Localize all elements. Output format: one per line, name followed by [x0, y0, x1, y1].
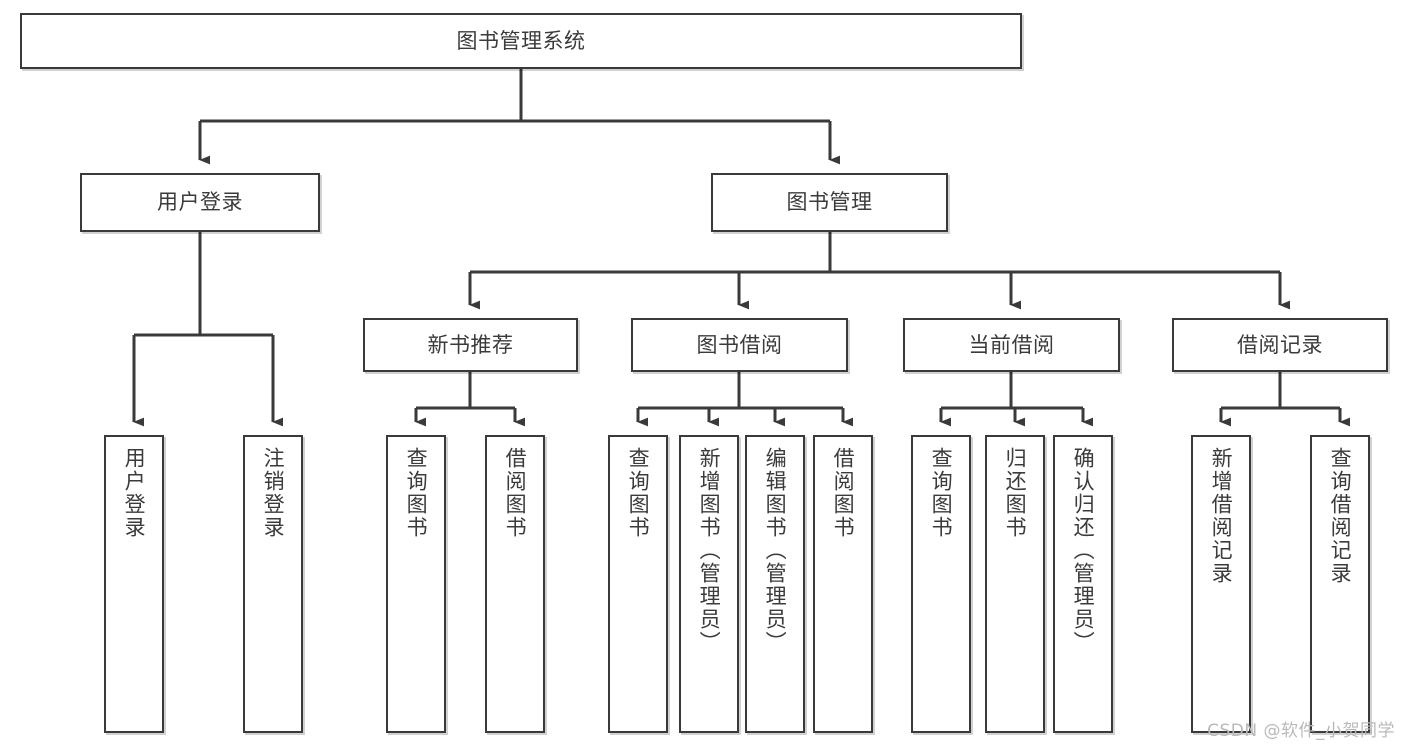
node-book-management[interactable]: 图书管理 — [711, 173, 948, 232]
node-leaf-query-books-current[interactable]: 查询图书 — [911, 435, 971, 733]
node-current-borrowing[interactable]: 当前借阅 — [903, 318, 1120, 372]
node-new-book-recommendation-label: 新书推荐 — [427, 332, 514, 357]
node-leaf-borrow-books-new[interactable]: 借阅图书 — [485, 435, 545, 733]
node-leaf-user-login-label: 用户登录 — [122, 447, 147, 539]
node-leaf-add-book-admin[interactable]: 新增图书（管理员） — [679, 435, 739, 733]
node-leaf-query-borrow-record[interactable]: 查询借阅记录 — [1310, 435, 1370, 733]
node-book-management-system[interactable]: 图书管理系统 — [20, 13, 1022, 69]
node-new-book-recommendation[interactable]: 新书推荐 — [363, 318, 578, 372]
node-leaf-edit-book-admin[interactable]: 编辑图书（管理员） — [745, 435, 805, 733]
node-borrowing-records-label: 借阅记录 — [1237, 332, 1323, 357]
node-leaf-user-login[interactable]: 用户登录 — [104, 435, 164, 733]
node-user-login-label: 用户登录 — [157, 190, 243, 215]
node-current-borrowing-label: 当前借阅 — [968, 332, 1055, 357]
node-leaf-confirm-return-admin[interactable]: 确认归还（管理员） — [1053, 435, 1113, 733]
node-leaf-borrow-books-borrow-label: 借阅图书 — [831, 447, 856, 539]
node-leaf-return-books-label: 归还图书 — [1003, 447, 1028, 539]
node-leaf-query-books-borrow[interactable]: 查询图书 — [608, 435, 668, 733]
node-leaf-query-borrow-record-label: 查询借阅记录 — [1328, 447, 1353, 585]
node-leaf-add-book-admin-label: 新增图书（管理员） — [697, 447, 722, 654]
node-leaf-add-borrow-record-label: 新增借阅记录 — [1209, 447, 1234, 585]
node-leaf-borrow-books-borrow[interactable]: 借阅图书 — [813, 435, 873, 733]
node-leaf-query-books-new-label: 查询图书 — [404, 447, 429, 539]
node-root-label: 图书管理系统 — [456, 28, 586, 53]
node-leaf-confirm-return-admin-label: 确认归还（管理员） — [1071, 447, 1096, 654]
node-leaf-query-books-borrow-label: 查询图书 — [626, 447, 651, 539]
node-book-borrowing[interactable]: 图书借阅 — [631, 318, 848, 372]
node-leaf-return-books[interactable]: 归还图书 — [985, 435, 1045, 733]
node-leaf-logout[interactable]: 注销登录 — [243, 435, 303, 733]
node-user-login[interactable]: 用户登录 — [80, 173, 320, 232]
node-leaf-add-borrow-record[interactable]: 新增借阅记录 — [1191, 435, 1251, 733]
node-leaf-logout-label: 注销登录 — [261, 447, 286, 539]
node-borrowing-records[interactable]: 借阅记录 — [1172, 318, 1388, 372]
node-leaf-edit-book-admin-label: 编辑图书（管理员） — [763, 447, 788, 654]
node-leaf-query-books-current-label: 查询图书 — [929, 447, 954, 539]
node-leaf-query-books-new[interactable]: 查询图书 — [386, 435, 446, 733]
node-leaf-borrow-books-new-label: 借阅图书 — [503, 447, 528, 539]
node-book-borrowing-label: 图书借阅 — [696, 332, 783, 357]
node-book-management-label: 图书管理 — [786, 190, 873, 215]
